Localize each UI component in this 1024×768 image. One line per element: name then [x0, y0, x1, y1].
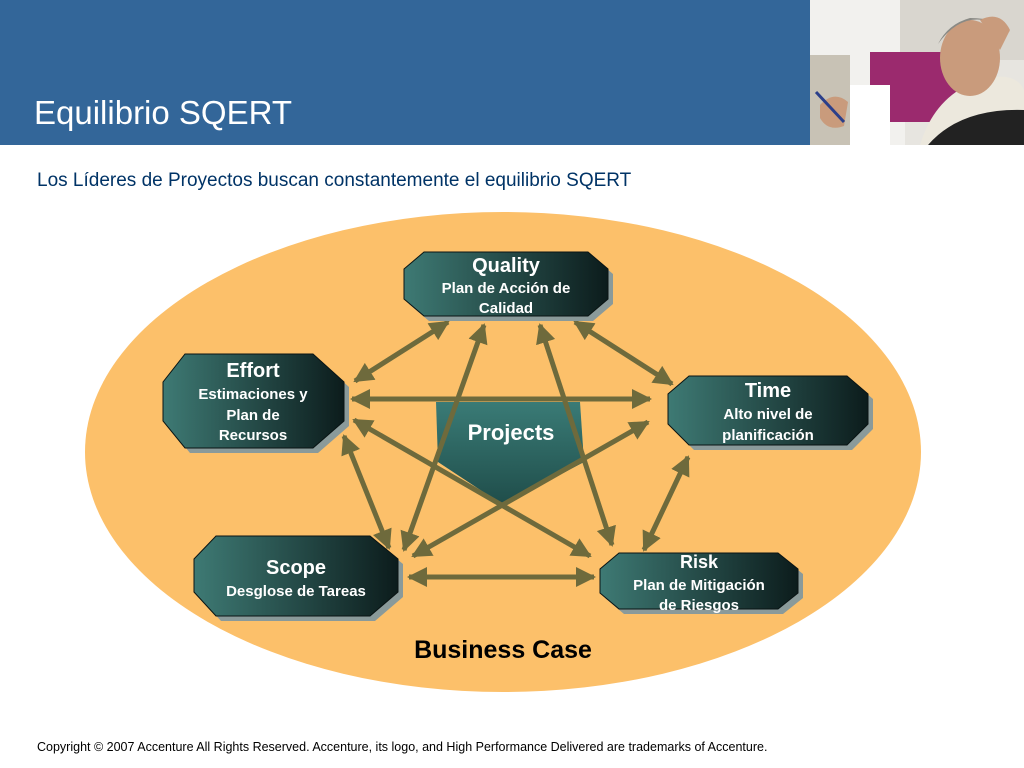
business-case-label: Business Case	[414, 636, 592, 664]
risk-title: Risk	[680, 552, 719, 572]
effort-line-3: Recursos	[219, 427, 287, 444]
copyright-notice: Copyright © 2007 Accenture All Rights Re…	[37, 740, 768, 754]
risk-line-2: de Riesgos	[659, 597, 739, 614]
risk-line-1: Plan de Mitigación	[633, 577, 765, 594]
effort-line-1: Estimaciones y	[198, 386, 308, 403]
effort-line-2: Plan de	[226, 407, 279, 424]
projects-label: Projects	[468, 420, 555, 445]
slide-subtitle: Los Líderes de Proyectos buscan constant…	[37, 170, 632, 191]
header-photo	[810, 0, 1024, 145]
slide-title: Equilibrio SQERT	[34, 94, 292, 131]
time-line-2: planificación	[722, 427, 814, 444]
arrow-time-scope	[411, 419, 650, 559]
arrows	[341, 319, 691, 587]
effort-title: Effort	[226, 360, 280, 382]
scope-line-1: Desglose de Tareas	[226, 583, 366, 600]
sqert-diagram: Projects Quality Plan de Acción de Calid…	[85, 212, 921, 692]
arrow-time-risk	[641, 455, 691, 552]
node-risk: Risk Plan de Mitigación de Riesgos	[599, 552, 803, 614]
node-quality: Quality Plan de Acción de Calidad	[403, 251, 613, 321]
node-effort: Effort Estimaciones y Plan de Recursos	[162, 353, 349, 453]
scope-title: Scope	[266, 557, 326, 579]
time-line-1: Alto nivel de	[723, 406, 812, 423]
node-scope: Scope Desglose de Tareas	[193, 535, 403, 621]
time-title: Time	[745, 380, 791, 402]
quality-line-2: Calidad	[479, 300, 533, 317]
quality-title: Quality	[472, 255, 541, 277]
quality-line-1: Plan de Acción de	[442, 280, 571, 297]
header-banner: Equilibrio SQERT	[0, 0, 810, 145]
node-time: Time Alto nivel de planificación	[667, 375, 873, 450]
